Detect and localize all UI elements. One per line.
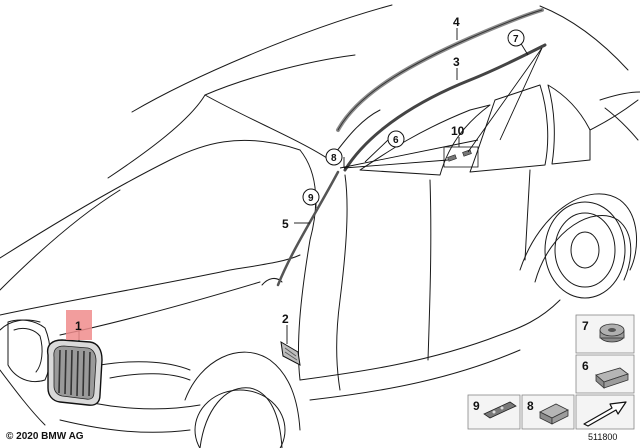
circled-callout-6: 6 <box>387 130 405 148</box>
svg-text:8: 8 <box>331 153 337 164</box>
clip-group-part <box>443 146 479 168</box>
callout-10: 10 <box>451 124 465 138</box>
clip-icon <box>595 367 629 389</box>
diagram-number: 511800 <box>588 432 618 442</box>
legend-label-7: 7 <box>582 319 589 333</box>
callout-4: 4 <box>453 15 460 29</box>
legend-box-9 <box>467 394 521 430</box>
grommet-icon <box>483 401 517 419</box>
callout-1: 1 <box>75 319 82 333</box>
callout-5: 5 <box>282 217 289 231</box>
circled-callout-7: 7 <box>507 29 525 47</box>
legend-label-6: 6 <box>582 359 589 373</box>
a-pillar-trim <box>276 170 340 287</box>
svg-text:7: 7 <box>513 34 519 45</box>
circled-callout-9: 9 <box>302 188 320 206</box>
circled-callout-8: 8 <box>325 148 343 166</box>
legend-panel: 7 6 9 8 <box>467 314 635 430</box>
highlight-box <box>66 310 92 340</box>
callout-2: 2 <box>282 312 289 326</box>
bracket-icon <box>539 403 569 425</box>
fender-gill-part <box>280 341 301 366</box>
svg-text:9: 9 <box>308 193 314 204</box>
nut-icon <box>599 323 625 343</box>
vehicle-outline <box>0 4 640 448</box>
roof-rail-part <box>336 8 544 132</box>
copyright-notice: © 2020 BMW AG <box>6 431 84 442</box>
legend-label-8: 8 <box>527 399 534 413</box>
kidney-grille-part <box>46 339 103 406</box>
arrow-icon <box>583 401 627 427</box>
callout-3: 3 <box>453 55 460 69</box>
legend-label-9: 9 <box>473 399 480 413</box>
roof-seal-strip <box>343 43 547 172</box>
leader-lines <box>78 28 543 344</box>
svg-text:6: 6 <box>393 135 399 146</box>
